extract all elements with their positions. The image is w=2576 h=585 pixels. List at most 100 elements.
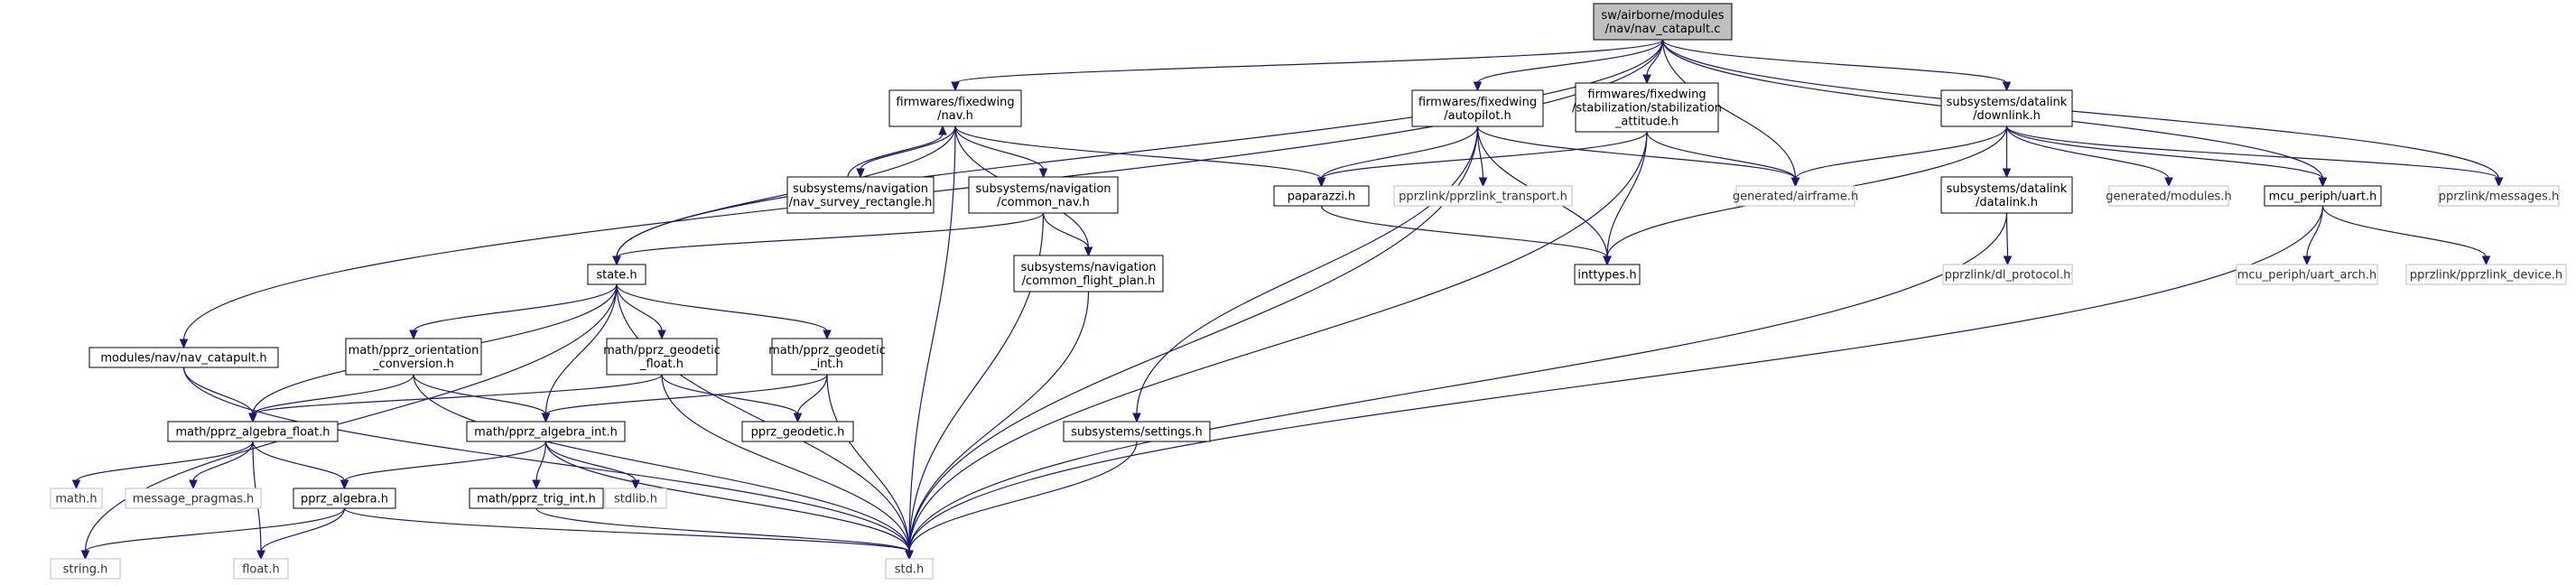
node-box xyxy=(1940,176,2073,214)
file-node-paparazzi[interactable]: paparazzi.h xyxy=(1273,185,1370,207)
edge-arrowhead xyxy=(1132,413,1141,423)
edge-arrowhead xyxy=(179,339,189,349)
file-node-generated-modules: generated/modules.h xyxy=(2106,185,2232,207)
file-node-trig-int[interactable]: math/pprz_trig_int.h xyxy=(469,488,604,509)
edge-line xyxy=(796,374,828,415)
edge-arrowhead xyxy=(905,550,914,561)
node-box xyxy=(2438,185,2560,207)
edge-line xyxy=(413,283,618,332)
node-label-line: /nav.h xyxy=(937,109,973,123)
dependency-edge-fw_stab-to-generated_airframe xyxy=(1646,131,1800,188)
edge-line xyxy=(1794,125,2008,180)
dependency-edge-pprz_algebra-to-string_h xyxy=(80,507,346,561)
edge-line xyxy=(908,205,2324,552)
edge-arrowhead xyxy=(2318,177,2328,188)
edge-line xyxy=(661,374,799,415)
node-label-line: /stabilization/stabilization xyxy=(1572,102,1722,116)
nodes-layer: sw/airborne/modules/nav/nav_catapult.cfi… xyxy=(50,3,2567,580)
edge-line xyxy=(1320,125,1479,180)
dependency-edge-pprz_algebra-to-std_h xyxy=(343,507,914,561)
dependency-edge-pprz_algebra-to-float_h xyxy=(256,507,346,561)
file-node-geodetic-int[interactable]: math/pprz_geodetic_int.h xyxy=(768,338,886,376)
edge-line xyxy=(847,133,944,178)
file-node-mcu-uart[interactable]: mcu_periph/uart.h xyxy=(2264,185,2382,207)
dependency-edge-geodetic_int-to-algebra_int xyxy=(541,374,828,423)
node-box xyxy=(1575,82,1719,133)
edge-line xyxy=(954,125,1323,180)
node-box xyxy=(345,338,482,376)
file-node-fw-autopilot[interactable]: firmwares/fixedwing/autopilot.h xyxy=(1411,89,1544,127)
node-box xyxy=(1942,264,2073,285)
edge-arrowhead xyxy=(189,479,198,490)
file-node-geodetic-float[interactable]: math/pprz_geodetic_float.h xyxy=(603,338,721,376)
file-node-orientation-conv[interactable]: math/pprz_orientation_conversion.h xyxy=(345,338,482,376)
edge-line xyxy=(1661,39,1797,180)
dependency-edge-trig_int-to-std_h xyxy=(535,507,914,561)
node-label-line: sw/airborne/modules xyxy=(1601,9,1724,23)
file-node-nav-catapult-h[interactable]: modules/nav/nav_catapult.h xyxy=(88,347,279,368)
node-label-line: /downlink.h xyxy=(1973,109,2041,123)
node-label-line: math/pprz_trig_int.h xyxy=(477,493,596,506)
file-node-pprz-geodetic[interactable]: pprz_geodetic.h xyxy=(741,421,854,442)
file-node-fw-nav[interactable]: firmwares/fixedwing/nav.h xyxy=(888,89,1022,127)
edge-arrowhead xyxy=(541,413,551,423)
edge-line xyxy=(954,39,1664,84)
node-label-line: state.h xyxy=(596,269,637,283)
edge-line xyxy=(908,212,2008,552)
node-box xyxy=(88,347,279,368)
dependency-edge-root-to-downlink xyxy=(1661,39,2012,92)
file-node-pprzlink-transport: pprzlink/pprzlink_transport.h xyxy=(1393,185,1573,207)
file-node-settings[interactable]: subsystems/settings.h xyxy=(1063,421,1211,442)
edge-line xyxy=(908,441,1138,552)
dependency-edge-algebra_float-to-message_pragmas xyxy=(189,441,254,490)
edge-line xyxy=(413,374,910,552)
dependency-edge-algebra_int-to-pprz_algebra xyxy=(339,441,547,490)
file-node-common-nav[interactable]: subsystems/navigation/common_nav.h xyxy=(968,176,1119,214)
file-node-pprz-algebra[interactable]: pprz_algebra.h xyxy=(293,488,396,509)
node-label-line: modules/nav/nav_catapult.h xyxy=(100,352,266,366)
node-label-line: math/pprz_algebra_float.h xyxy=(176,426,330,440)
edge-arrowhead xyxy=(2494,177,2504,188)
dependency-edge-paparazzi-to-inttypes xyxy=(1320,205,1612,266)
node-label-line: subsystems/datalink xyxy=(1947,96,2068,109)
file-node-inttypes[interactable]: inttypes.h xyxy=(1574,264,1641,285)
edge-arrowhead xyxy=(793,413,803,423)
edge-arrowhead xyxy=(823,330,832,340)
node-label-line: _conversion.h xyxy=(372,358,454,371)
dependency-edge-datalink_h-to-dl_protocol xyxy=(2003,212,2013,266)
dependency-edge-algebra_int-to-trig_int xyxy=(532,441,547,490)
node-label-line: paparazzi.h xyxy=(1288,190,1355,204)
file-node-state[interactable]: state.h xyxy=(587,264,646,285)
file-node-nav-survey[interactable]: subsystems/navigation/nav_survey_rectang… xyxy=(786,176,935,214)
edge-line xyxy=(908,131,1648,552)
dependency-edge-common_nav-to-state xyxy=(612,212,1045,266)
file-node-uart-arch: mcu_periph/uart_arch.h xyxy=(2236,264,2378,285)
file-node-datalink-h[interactable]: subsystems/datalink/datalink.h xyxy=(1940,176,2073,214)
file-node-pprzlink-messages: pprzlink/messages.h xyxy=(2438,185,2560,207)
node-label-line: pprzlink/pprzlink_transport.h xyxy=(1399,190,1567,204)
file-node-downlink[interactable]: subsystems/datalink/downlink.h xyxy=(1940,89,2073,127)
file-node-fw-stab[interactable]: firmwares/fixedwing/stabilization/stabil… xyxy=(1572,82,1722,133)
edge-arrowhead xyxy=(532,479,541,490)
dependency-edge-fw_stab-to-inttypes xyxy=(1603,131,1648,266)
node-box xyxy=(888,89,1022,127)
node-label-line: /autopilot.h xyxy=(1444,109,1511,123)
dependency-edge-fw_autopilot-to-paparazzi xyxy=(1316,125,1479,188)
node-label-line: _float.h xyxy=(639,358,684,371)
node-label-line: firmwares/fixedwing xyxy=(1587,88,1706,102)
node-box xyxy=(968,176,1119,214)
edge-line xyxy=(84,507,346,552)
dependency-edge-downlink-to-generated_modules xyxy=(2005,125,2173,188)
file-node-algebra-int[interactable]: math/pprz_algebra_int.h xyxy=(466,421,626,442)
file-node-common-flight-plan[interactable]: subsystems/navigation/common_flight_plan… xyxy=(1013,255,1164,292)
file-node-algebra-float[interactable]: math/pprz_algebra_float.h xyxy=(167,421,339,442)
edge-arrowhead xyxy=(1083,246,1093,257)
file-node-generated-airframe: generated/airframe.h xyxy=(1733,185,1858,207)
node-label-line: firmwares/fixedwing xyxy=(896,96,1014,109)
dependency-edge-downlink-to-generated_airframe xyxy=(1790,125,2008,188)
dependency-edge-nav_survey-to-fw_nav xyxy=(847,125,947,178)
file-node-root[interactable]: sw/airborne/modules/nav/nav_catapult.c xyxy=(1593,3,1733,41)
node-label-line: subsystems/navigation xyxy=(793,182,928,196)
dependency-edge-geodetic_float-to-algebra_float xyxy=(248,374,663,423)
